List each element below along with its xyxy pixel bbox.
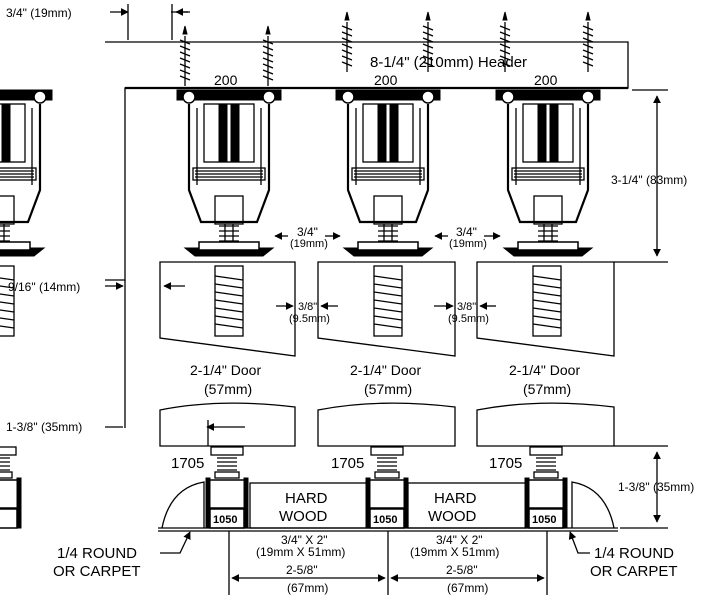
svg-text:3/8": 3/8" (457, 301, 476, 313)
svg-text:1-3/8" (35mm): 1-3/8" (35mm) (6, 420, 82, 434)
dim-lower-right: 1-3/8" (35mm) (614, 445, 694, 529)
spacer-label-2: 3/4" X 2" (19mm X 51mm) (410, 533, 499, 559)
hanger-icon (334, 88, 442, 258)
svg-text:3/4" (19mm): 3/4" (19mm) (6, 6, 72, 20)
svg-text:HARD: HARD (285, 490, 328, 507)
svg-text:1-3/8" (35mm): 1-3/8" (35mm) (618, 480, 694, 494)
bolt-icon (532, 265, 562, 337)
svg-text:3/4": 3/4" (456, 225, 477, 239)
svg-text:3-1/4" (83mm): 3-1/4" (83mm) (611, 173, 687, 187)
material-label-1: HARD WOOD (279, 490, 328, 525)
spacer-label-1: 3/4" X 2" (19mm X 51mm) (256, 533, 345, 559)
dim-gap-a-2: 3/4" (19mm) (434, 225, 501, 250)
svg-text:2-1/4" Door: 2-1/4" Door (509, 362, 580, 378)
svg-text:(19mm X 51mm): (19mm X 51mm) (410, 545, 499, 559)
hanger-icon (494, 88, 602, 258)
floor-label-3: 1050 (532, 514, 556, 526)
bolt-icon (214, 265, 244, 337)
trim-callout-left: 1/4 ROUND OR CARPET (53, 531, 191, 580)
svg-text:3/4" X 2": 3/4" X 2" (281, 533, 328, 547)
material-label-2: HARD WOOD (428, 490, 477, 525)
pivot-label-1: 1705 (171, 455, 204, 472)
floor-guide-icon (0, 446, 22, 529)
pivot-label-3: 1705 (489, 455, 522, 472)
bolt-icon (373, 265, 403, 337)
hanger-icon (175, 88, 283, 258)
svg-text:(67mm): (67mm) (447, 581, 488, 595)
svg-text:1/4 ROUND: 1/4 ROUND (57, 545, 137, 562)
header-beam: 8-1/4" (210mm) Header (105, 41, 629, 281)
svg-text:OR CARPET: OR CARPET (53, 563, 141, 580)
dim-lower-left: 1-3/8" (35mm) (6, 420, 245, 446)
svg-text:(19mm): (19mm) (290, 238, 328, 250)
pivot-label-2: 1705 (331, 455, 364, 472)
spacing-dim-2: 2-5/8" (67mm) (390, 563, 545, 595)
svg-text:(57mm): (57mm) (204, 381, 252, 397)
spacing-dim-1: 2-5/8" (67mm) (231, 563, 386, 595)
svg-text:(9.5mm): (9.5mm) (448, 313, 489, 325)
svg-text:(9.5mm): (9.5mm) (289, 313, 330, 325)
dim-gap-a-1: 3/4" (19mm) (274, 225, 341, 250)
dim-side-gap: 9/16" (14mm) (8, 280, 185, 428)
svg-text:WOOD: WOOD (428, 508, 476, 525)
hanger-icon (0, 89, 53, 257)
door-label-1: 2-1/4" Door (57mm) (190, 362, 261, 397)
track-label-2: 200 (374, 72, 398, 88)
svg-text:2-5/8": 2-5/8" (286, 563, 318, 577)
door-top-2 (317, 261, 456, 357)
track-label-1: 200 (214, 72, 238, 88)
svg-text:(67mm): (67mm) (287, 581, 328, 595)
svg-text:2-1/4" Door: 2-1/4" Door (190, 362, 261, 378)
bolt-icon (0, 265, 15, 337)
door-label-2: 2-1/4" Door (57mm) (350, 362, 421, 397)
door-top-1 (159, 261, 296, 357)
svg-text:OR CARPET: OR CARPET (590, 563, 678, 580)
dim-gap-b-2: 3/8" (9.5mm) (434, 301, 496, 325)
dim-right-height: 3-1/4" (83mm) (611, 89, 687, 263)
dim-top-left: 3/4" (19mm) (6, 4, 190, 40)
svg-text:3/4": 3/4" (297, 225, 318, 239)
door-label-3: 2-1/4" Door (57mm) (509, 362, 580, 397)
trim-callout-right: 1/4 ROUND OR CARPET (568, 531, 678, 580)
svg-text:2-5/8": 2-5/8" (446, 563, 478, 577)
svg-text:(57mm): (57mm) (364, 381, 412, 397)
floor-label-1: 1050 (213, 514, 237, 526)
door-bottom-3 (476, 402, 615, 447)
dim-gap-b-1: 3/8" (9.5mm) (276, 301, 338, 325)
svg-text:9/16" (14mm): 9/16" (14mm) (8, 280, 80, 294)
svg-text:HARD: HARD (434, 490, 477, 507)
door-bottom-2 (317, 402, 456, 447)
screw-icon (179, 25, 191, 87)
track-label-3: 200 (534, 72, 558, 88)
door-bottom-1 (159, 402, 296, 447)
header-label: 8-1/4" (210mm) Header (370, 54, 527, 71)
screw-icon (262, 25, 274, 87)
svg-text:(19mm): (19mm) (449, 238, 487, 250)
svg-text:3/8": 3/8" (298, 301, 317, 313)
svg-text:1/4 ROUND: 1/4 ROUND (594, 545, 674, 562)
door-top-3 (476, 261, 615, 357)
svg-text:(57mm): (57mm) (523, 381, 571, 397)
svg-text:2-1/4" Door: 2-1/4" Door (350, 362, 421, 378)
svg-text:3/4" X 2": 3/4" X 2" (436, 533, 483, 547)
svg-text:(19mm X 51mm): (19mm X 51mm) (256, 545, 345, 559)
floor-label-2: 1050 (373, 514, 397, 526)
svg-text:WOOD: WOOD (279, 508, 327, 525)
